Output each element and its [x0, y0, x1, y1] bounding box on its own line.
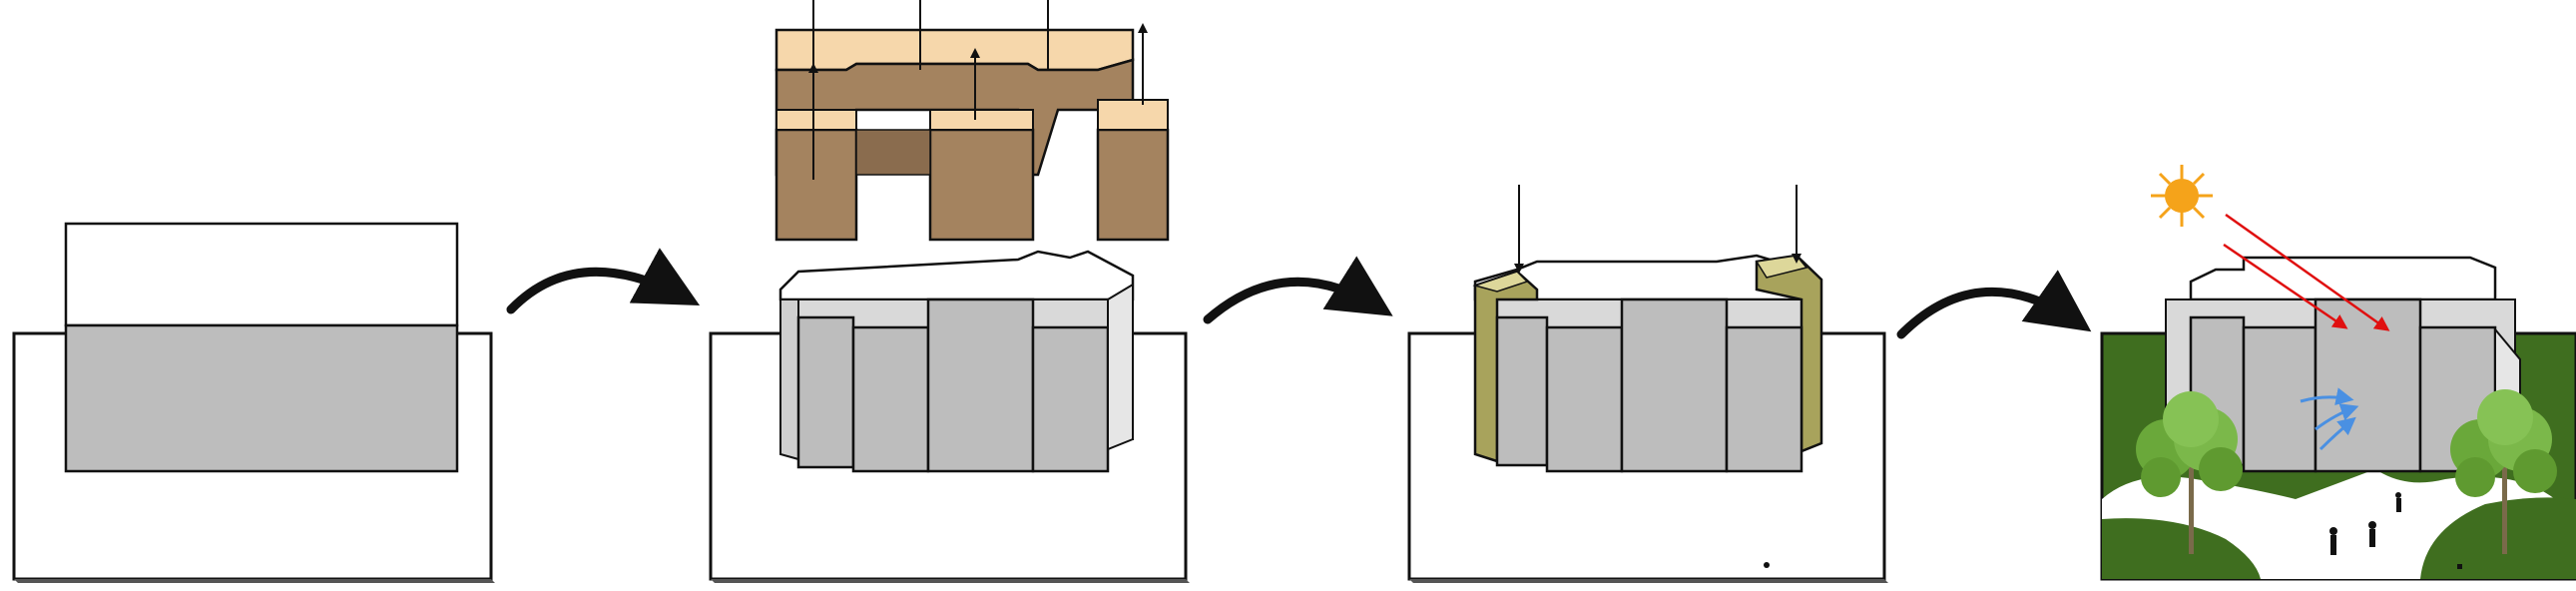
person-icon [2395, 492, 2401, 512]
tree-icon [2450, 389, 2557, 554]
tree-icon [2136, 391, 2243, 554]
massing-facade [64, 323, 459, 473]
volume-4 [1725, 325, 1803, 473]
facade-left-wing [779, 298, 799, 461]
step-1-base-massing [12, 222, 495, 583]
step-4-site-context [2100, 165, 2576, 581]
plinth-marker [2457, 564, 2462, 569]
person-icon [2368, 521, 2376, 547]
sun-arrow-1 [2225, 213, 2390, 331]
step-2-extrude-volumes [709, 0, 1190, 583]
lawn-right [2420, 497, 2576, 579]
extrusion-leg-left [774, 128, 858, 242]
extrusion-inner-dark [855, 129, 931, 176]
volume-4 [1031, 325, 1110, 473]
plinth-shadow [14, 579, 495, 583]
person-icon [2329, 527, 2337, 555]
volume-3 [926, 297, 1035, 473]
volume-2 [851, 325, 930, 473]
sun-arrow-2 [2223, 243, 2348, 329]
volume-3 [1620, 297, 1729, 473]
extrusion-block [774, 0, 1170, 242]
extrusion-leg-mid-top [929, 109, 1034, 131]
plinth-dot [1764, 562, 1770, 568]
massing-roof [64, 222, 459, 327]
extrusion-leg-mid [928, 128, 1035, 242]
massing-roof [778, 250, 1135, 301]
wind-arrow-icon [2318, 416, 2356, 451]
plinth-shadow [711, 579, 1190, 583]
facade-right-wing [1107, 283, 1134, 451]
extrusion-leg-right [1096, 128, 1170, 242]
curved-arrow-icon [1203, 256, 1393, 324]
step-3-cut-corners [1407, 185, 1888, 583]
volume-2 [1545, 325, 1624, 473]
curved-arrow-icon [506, 248, 701, 314]
volume-1 [1495, 315, 1549, 467]
wind-arrow-icon [2300, 387, 2354, 406]
extrusion-leg-left-top [775, 109, 857, 131]
wind-arrow-icon [2315, 403, 2359, 431]
extrusion-leg-right-top [1097, 99, 1169, 131]
curved-arrow-icon [1896, 270, 2092, 339]
corner-cut-left-top [1472, 271, 1529, 293]
lawn-left [2102, 518, 2261, 579]
volume-1 [796, 315, 855, 469]
volume-3 [2314, 297, 2422, 473]
massing-roof [2189, 256, 2497, 301]
plinth-shadow [1409, 579, 1888, 583]
sun-icon [2151, 165, 2213, 227]
